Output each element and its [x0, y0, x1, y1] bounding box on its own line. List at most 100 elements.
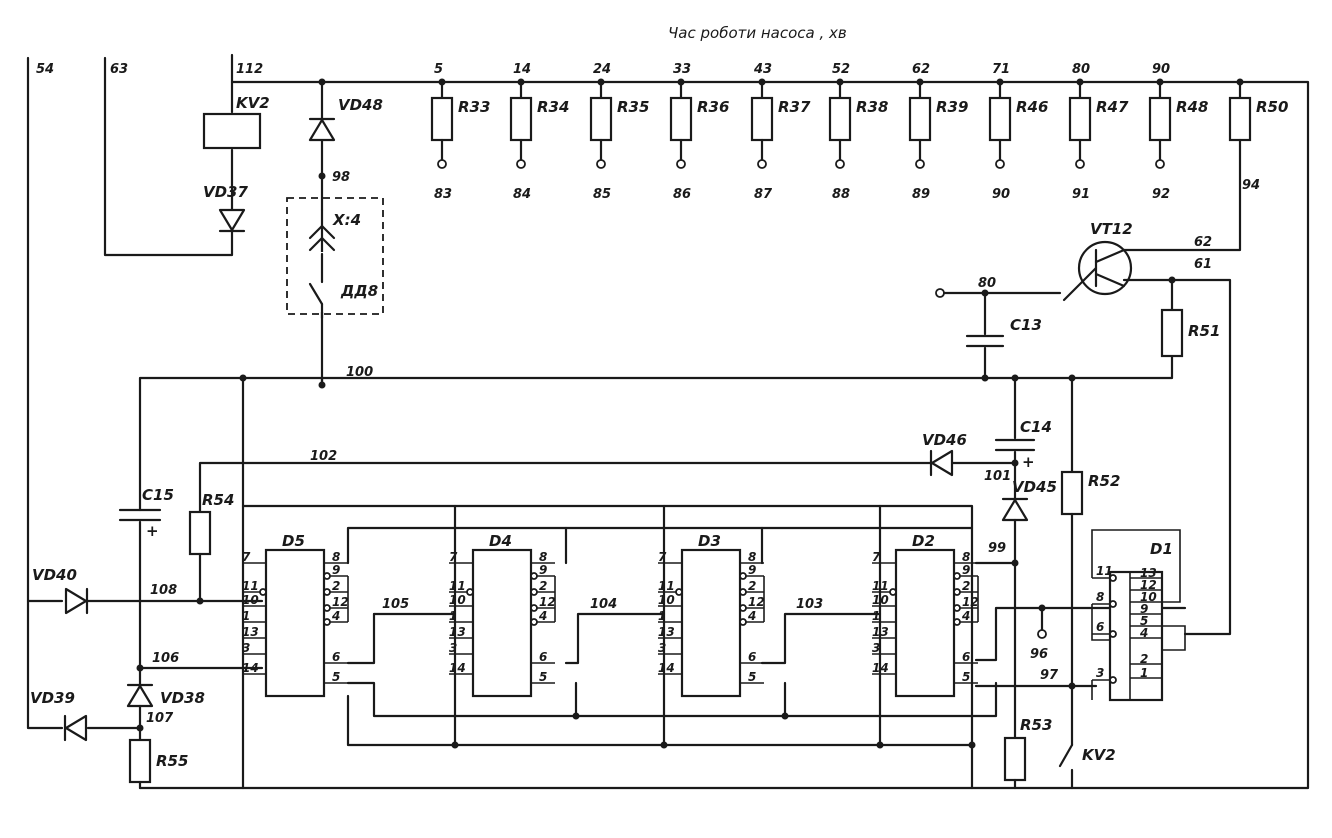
node-108-label: 108 — [150, 583, 177, 598]
d1-pin-inverter — [1109, 630, 1117, 638]
ladder-resistor-label: R48 — [1176, 98, 1208, 116]
resistor-terminal — [516, 159, 526, 169]
ladder-resistor — [750, 96, 774, 142]
chip-pin-number: 6 — [962, 650, 970, 664]
chip-pin-number: 4 — [331, 609, 340, 623]
vd45-diode — [1001, 497, 1029, 522]
terminal-label: 86 — [673, 187, 691, 202]
vd37-diode — [218, 208, 246, 233]
node-54-label: 54 — [36, 62, 54, 77]
vd38-label: VD38 — [160, 689, 205, 707]
minute-label: 14 — [513, 62, 531, 77]
node-62-label: 62 — [1194, 235, 1212, 250]
ladder-resistor — [1068, 96, 1092, 142]
resistor-terminal — [437, 159, 447, 169]
chip-pin-inverter — [675, 588, 683, 596]
input-80-terminal — [935, 288, 945, 298]
ladder-resistor-label: R34 — [537, 98, 569, 116]
d1-pin-number: 9 — [1140, 602, 1148, 616]
d1-pin-number: 2 — [1140, 652, 1148, 666]
d1-pin-number: 5 — [1140, 614, 1148, 628]
r51-label: R51 — [1188, 322, 1220, 340]
chip-pin-number: 11 — [449, 579, 466, 593]
kv2-contact-switch — [1058, 743, 1074, 768]
kv2-relay-coil — [202, 112, 262, 150]
junction-dot — [136, 664, 144, 672]
chip-pin-number: 10 — [658, 593, 675, 607]
minute-label: 80 — [1072, 62, 1090, 77]
chip-body — [680, 548, 742, 698]
resistor-terminal — [1155, 159, 1165, 169]
chip-pin-number: 5 — [539, 670, 547, 684]
chip-pin-inverter — [323, 604, 331, 612]
d1-link-wire — [1091, 604, 1110, 641]
dd8-sensor-label: ДД8 — [340, 282, 378, 300]
diagram-title: Час роботи насоса , хв — [668, 24, 847, 42]
ladder-resistor — [430, 96, 454, 142]
chip-pin-number: 6 — [539, 650, 547, 664]
junction-dot — [318, 78, 326, 86]
node-106-label: 106 — [152, 651, 179, 666]
junction-dot — [1168, 276, 1176, 284]
ladder-resistor — [1228, 96, 1252, 142]
chip-pin-number: 14 — [449, 661, 466, 675]
ladder-resistor-label: R50 — [1256, 98, 1288, 116]
chip-pin-inverter — [466, 588, 474, 596]
node-99-label: 99 — [988, 541, 1006, 556]
resistor-terminal — [757, 159, 767, 169]
junction-dot — [781, 712, 789, 720]
ladder-resistor — [509, 96, 533, 142]
chip-pin-number: 2 — [748, 579, 756, 593]
d1-pin-number: 3 — [1096, 666, 1104, 680]
r55-label: R55 — [156, 752, 188, 770]
chip-pin-number: 2 — [539, 579, 547, 593]
chip-pin-number: 6 — [332, 650, 340, 664]
node-97-label: 97 — [1040, 668, 1059, 683]
d1-link-wire — [1162, 625, 1186, 651]
chip-pin-number: 3 — [242, 641, 250, 655]
d1-pin-number: 12 — [1140, 578, 1157, 592]
chip-pin-number: 14 — [242, 661, 259, 675]
c14-capacitor: + — [994, 438, 1036, 471]
d1-feedback-wire — [1091, 529, 1181, 603]
chip-pin-number: 1 — [872, 609, 880, 623]
r55-resistor — [128, 738, 152, 784]
vd46-diode — [929, 449, 954, 477]
resistor-ladder: 5R338314R348424R358533R368643R378752R388… — [430, 62, 1288, 202]
chip-pin-number: 9 — [539, 563, 547, 577]
chip-pin-number: 7 — [242, 550, 251, 564]
d1-pin-number: 4 — [1139, 626, 1148, 640]
chip-pin-number: 3 — [449, 641, 457, 655]
c13-capacitor — [965, 334, 1005, 348]
chip-pin-number: 4 — [961, 609, 970, 623]
resistor-terminal — [676, 159, 686, 169]
chip-pin-inverter — [323, 618, 331, 626]
svg-text:+: + — [1022, 453, 1035, 471]
resistor-terminal — [596, 159, 606, 169]
chip-body — [894, 548, 956, 698]
chip-pin-number: 9 — [748, 563, 756, 577]
r52-label: R52 — [1088, 472, 1120, 490]
junction-dot — [1011, 559, 1019, 567]
c15-label: C15 — [142, 486, 174, 504]
chip-pin-inverter — [530, 588, 538, 596]
chip-pin-inverter — [530, 604, 538, 612]
c13-label: C13 — [1010, 316, 1042, 334]
ladder-resistor-label: R46 — [1016, 98, 1048, 116]
minute-label: 43 — [753, 62, 772, 77]
sensor-dashed-box — [286, 197, 384, 315]
ladder-resistor — [1148, 96, 1172, 142]
node-80-label: 80 — [978, 276, 996, 291]
node-104-label: 104 — [590, 597, 617, 612]
terminal-label: 91 — [1072, 187, 1090, 202]
chip-pin-number: 6 — [748, 650, 756, 664]
terminal-label: 83 — [434, 187, 452, 202]
d1-pin-inverter — [1109, 574, 1117, 582]
chip-pin-number: 9 — [332, 563, 340, 577]
c14-label: C14 — [1020, 418, 1052, 436]
chip-pin-number: 11 — [658, 579, 675, 593]
ladder-resistor — [828, 96, 852, 142]
